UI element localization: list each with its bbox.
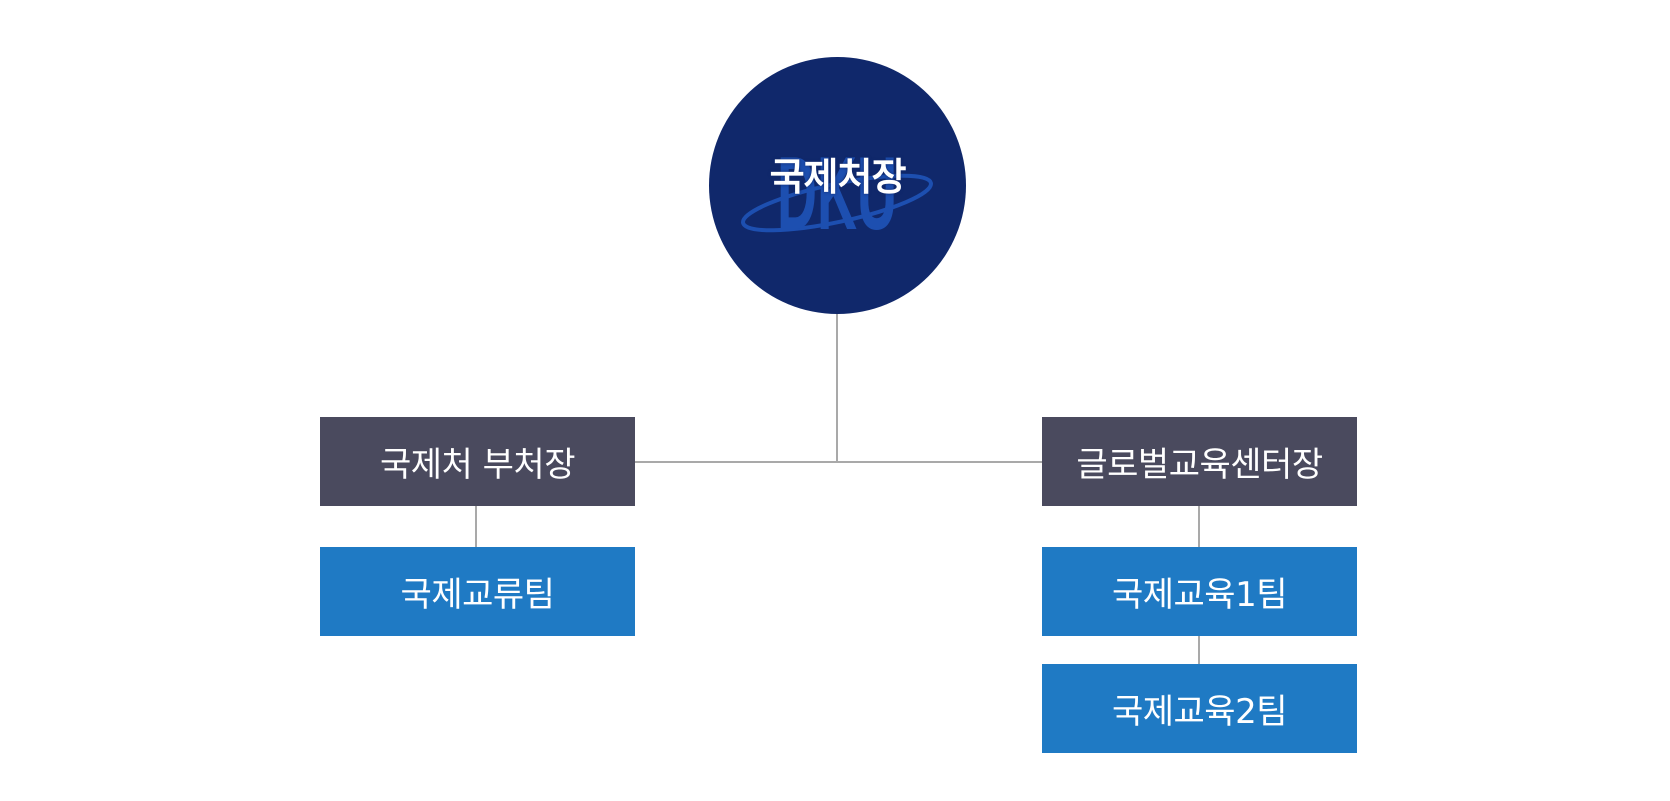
head-title: 국제처장 xyxy=(769,155,907,199)
global-center-director-box: 글로벌교육센터장 xyxy=(1042,417,1357,506)
connector-right-team-1 xyxy=(1198,506,1200,547)
vice-director-label: 국제처 부처장 xyxy=(380,445,576,485)
logo-text: DKU xyxy=(777,136,897,252)
vice-director-box: 국제처 부처장 xyxy=(320,417,635,506)
connector-horizontal xyxy=(634,461,1042,463)
dku-logo-icon: DKU xyxy=(741,136,933,252)
international-education-team-2-box: 국제교육2팀 xyxy=(1042,664,1357,753)
team-label: 국제교육1팀 xyxy=(1111,575,1288,615)
head-node: DKU 국제처장 xyxy=(709,57,966,314)
international-education-team-1-box: 국제교육1팀 xyxy=(1042,547,1357,636)
connector-left-team xyxy=(475,506,477,547)
connector-head-vertical xyxy=(836,314,838,462)
team-label: 국제교류팀 xyxy=(400,575,555,615)
global-center-director-label: 글로벌교육센터장 xyxy=(1076,445,1323,485)
international-exchange-team-box: 국제교류팀 xyxy=(320,547,635,636)
connector-right-team-2 xyxy=(1198,636,1200,664)
team-label: 국제교육2팀 xyxy=(1111,692,1288,732)
